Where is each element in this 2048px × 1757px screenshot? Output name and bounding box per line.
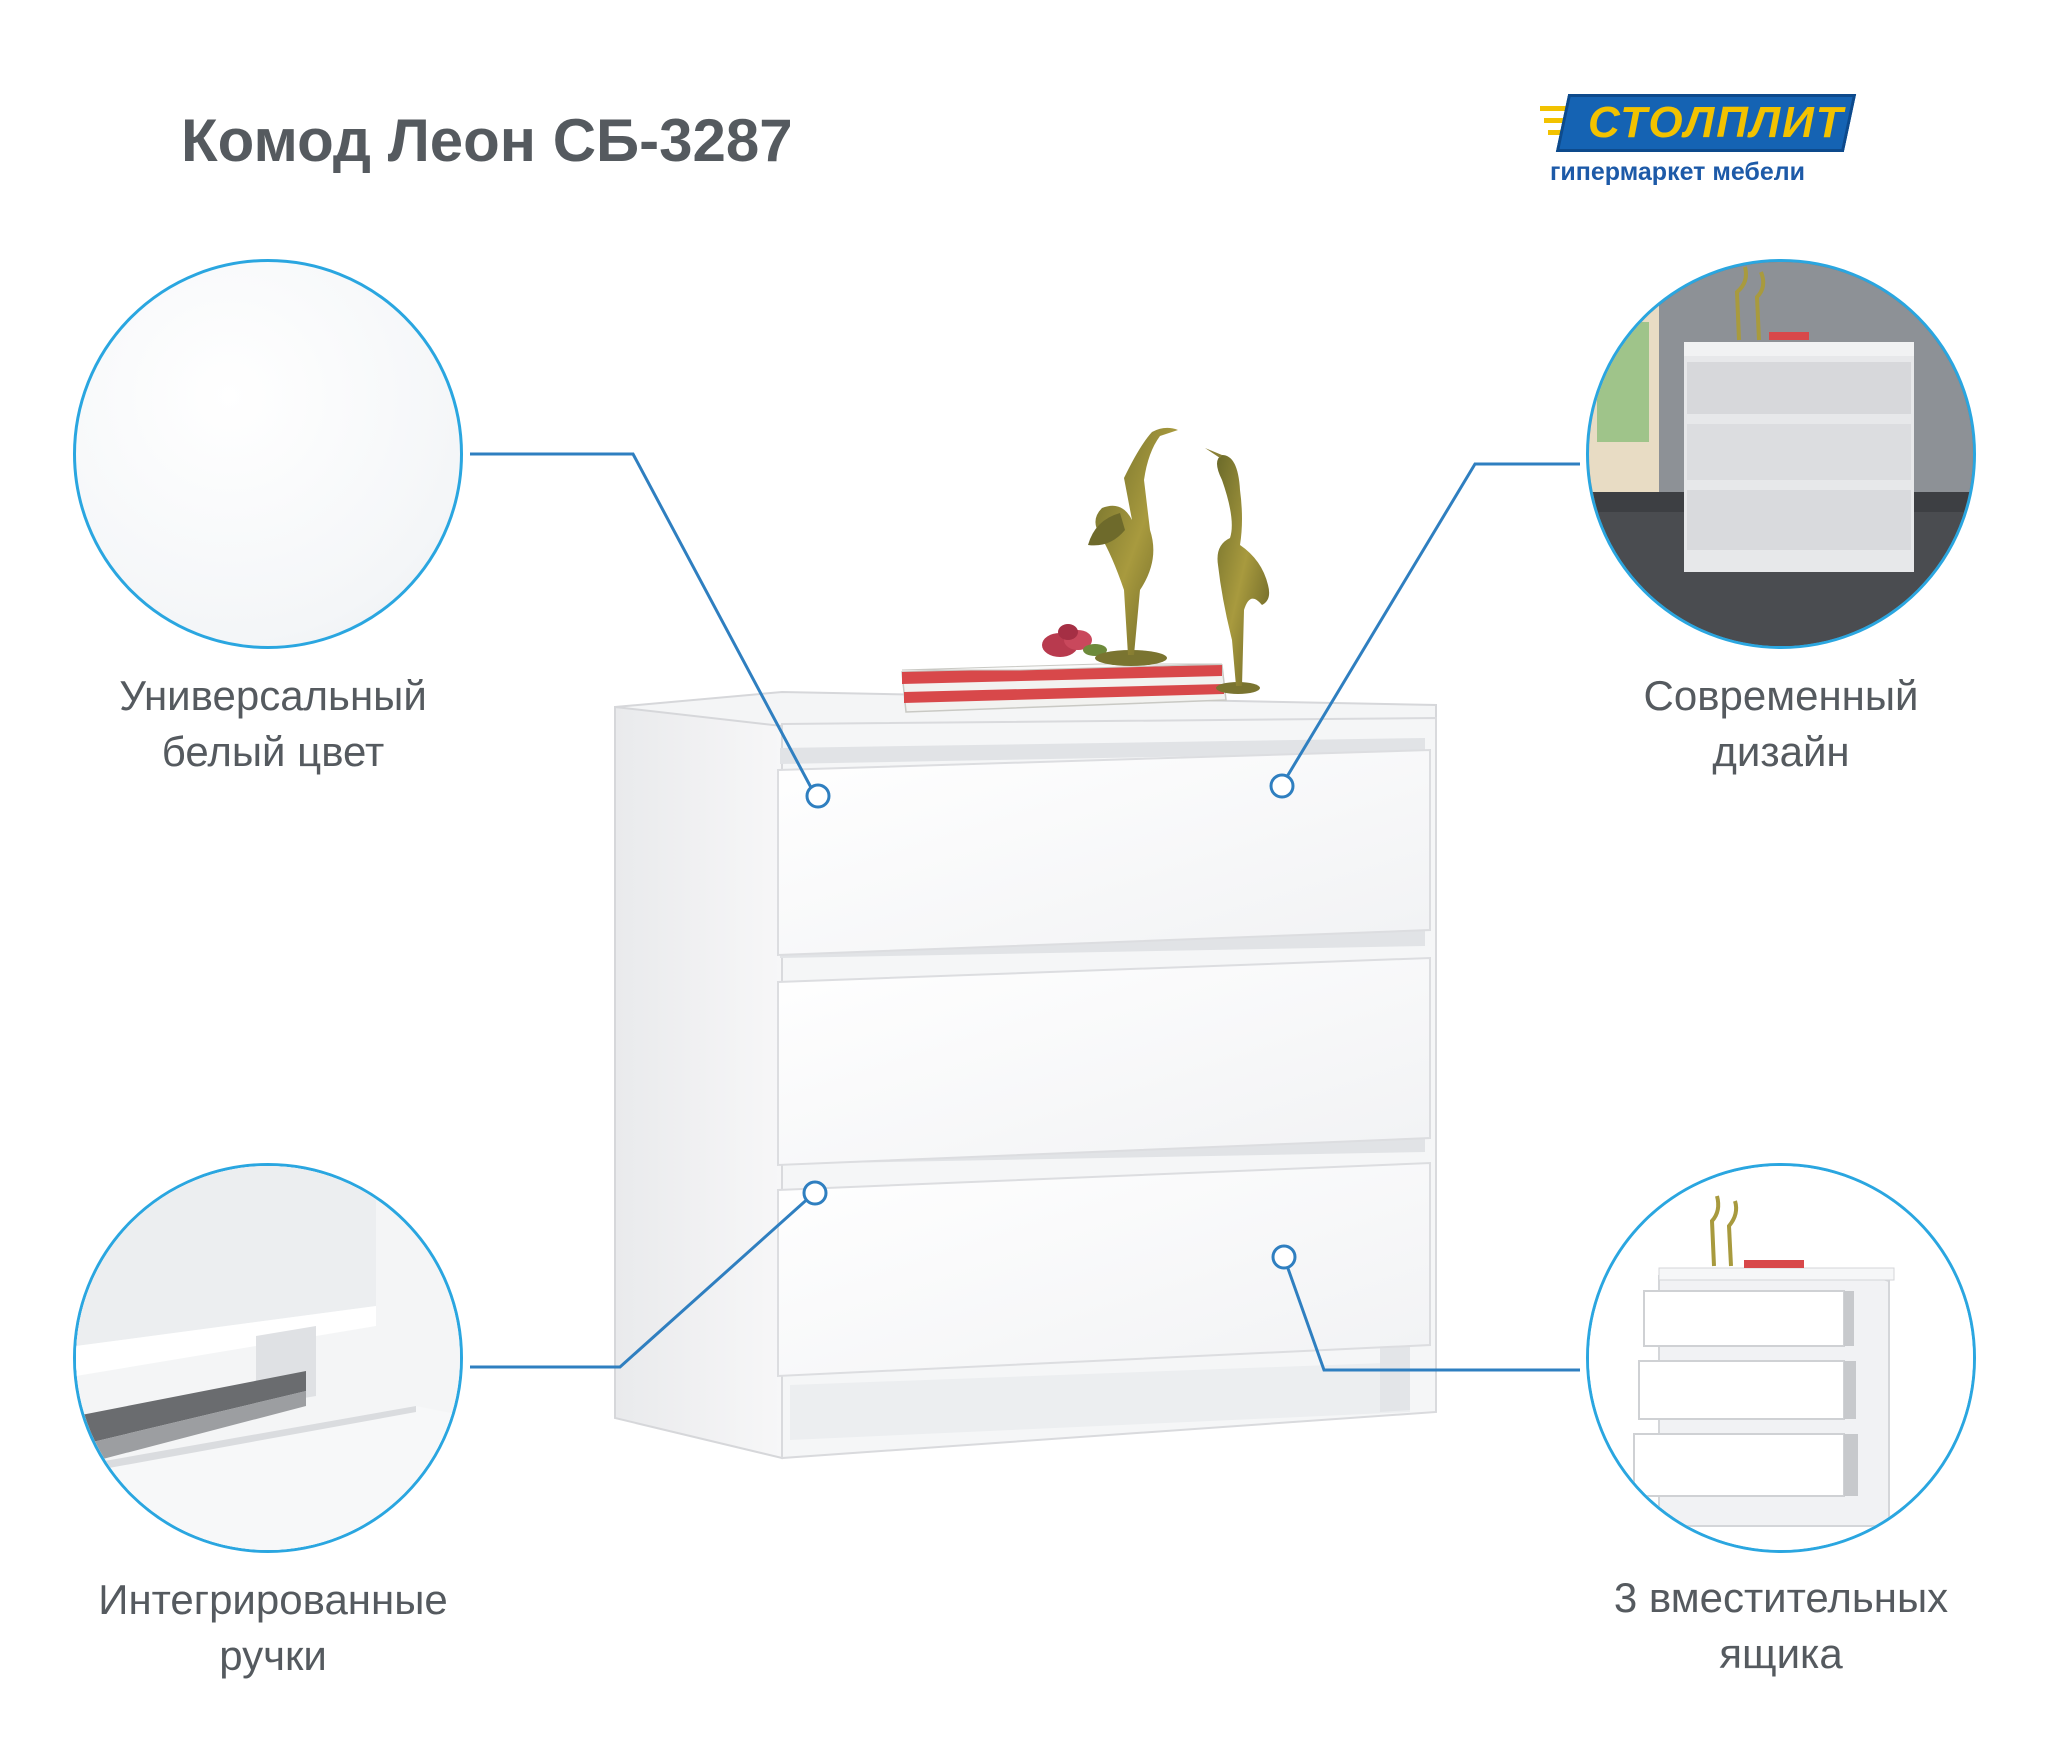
feature-caption-line2: ручки: [219, 1632, 327, 1679]
feature-caption-color: Универсальный белый цвет: [43, 668, 503, 780]
feature-caption-drawers: 3 вместительных ящика: [1551, 1570, 2011, 1682]
brand-logo: СТОЛПЛИТ гипермаркет мебели: [1540, 92, 1860, 202]
drawer-front-middle: [777, 956, 1431, 1167]
feature-caption-line1: Интегрированные: [98, 1576, 448, 1623]
logo-wordmark: СТОЛПЛИТ: [1588, 98, 1845, 147]
drawers-open-icon: [1589, 1166, 1973, 1550]
callout-lines: [470, 452, 1580, 1372]
feature-caption-line2: белый цвет: [161, 728, 385, 775]
callout-dot: [1269, 773, 1295, 799]
feature-caption-handles: Интегрированные ручки: [43, 1572, 503, 1684]
drawer-front-top: [777, 748, 1431, 957]
callout-dot: [805, 783, 831, 809]
feature-caption-line2: ящика: [1719, 1630, 1843, 1677]
feature-circle-drawers: [1586, 1163, 1976, 1553]
callout-dot: [802, 1180, 828, 1206]
feature-circle-interior-photo: [1586, 259, 1976, 649]
heron-figurines: [1088, 427, 1270, 694]
product-title: Комод Леон СБ-3287: [181, 107, 793, 174]
drawer-front-bottom: [777, 1161, 1431, 1378]
logo-tagline: гипермаркет мебели: [1550, 158, 1806, 186]
feature-caption-line1: Универсальный: [119, 672, 427, 719]
interior-photo-icon: [1589, 262, 1973, 646]
callout-dot: [1271, 1244, 1297, 1270]
handle-closeup-icon: [76, 1166, 460, 1550]
feature-circle-handle-closeup: [73, 1163, 463, 1553]
flower-decor: [1042, 624, 1107, 657]
feature-caption-line1: 3 вместительных: [1613, 1574, 1949, 1621]
feature-caption-line1: Современный: [1643, 672, 1919, 719]
books-decor: [901, 663, 1227, 713]
feature-circle-white-texture: [73, 259, 463, 649]
feature-caption-line2: дизайн: [1712, 728, 1850, 775]
feature-caption-design: Современный дизайн: [1551, 668, 2011, 780]
